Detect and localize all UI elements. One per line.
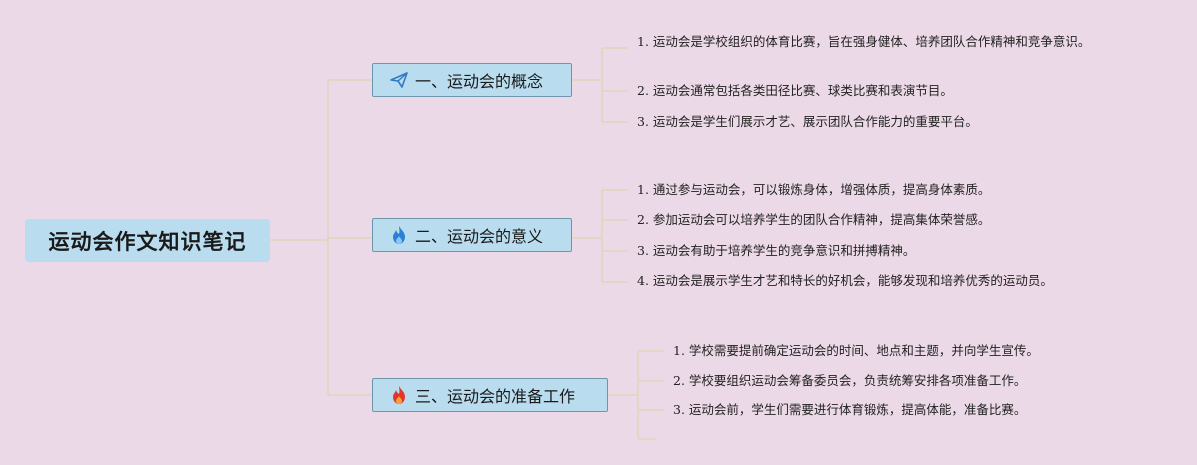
leaf-significance-3: 3. 运动会有助于培养学生的竞争意识和拼搏精神。 — [637, 243, 916, 258]
branch-significance[interactable]: 二、运动会的意义 — [372, 218, 572, 252]
leaf-concept-2: 2. 运动会通常包括各类田径比赛、球类比赛和表演节目。 — [637, 83, 953, 98]
branch-label: 一、运动会的概念 — [415, 72, 544, 91]
leaf-significance-2: 2. 参加运动会可以培养学生的团队合作精神，提高集体荣誉感。 — [637, 212, 991, 227]
root-node[interactable]: 运动会作文知识笔记 — [25, 219, 270, 262]
branch-concept[interactable]: 一、运动会的概念 — [372, 63, 572, 97]
leaf-concept-1: 1. 运动会是学校组织的体育比赛，旨在强身健体、培养团队合作精神和竞争意识。 — [637, 34, 1091, 49]
branch-preparation[interactable]: 三、运动会的准备工作 — [372, 378, 608, 412]
paper-plane-icon — [389, 70, 409, 90]
blue-flame-icon — [389, 225, 409, 245]
branch-label: 三、运动会的准备工作 — [415, 387, 576, 406]
branch-label: 二、运动会的意义 — [415, 227, 544, 246]
leaf-preparation-1: 1. 学校需要提前确定运动会的时间、地点和主题，并向学生宣传。 — [673, 343, 1039, 358]
leaf-concept-3: 3. 运动会是学生们展示才艺、展示团队合作能力的重要平台。 — [637, 114, 978, 129]
leaf-significance-1: 1. 通过参与运动会，可以锻炼身体，增强体质，提高身体素质。 — [637, 182, 991, 197]
leaf-preparation-3: 3. 运动会前，学生们需要进行体育锻炼，提高体能，准备比赛。 — [673, 402, 1027, 417]
red-flame-icon — [389, 385, 409, 405]
root-title: 运动会作文知识笔记 — [48, 229, 247, 254]
leaf-significance-4: 4. 运动会是展示学生才艺和特长的好机会，能够发现和培养优秀的运动员。 — [637, 273, 1053, 288]
leaf-preparation-2: 2. 学校要组织运动会筹备委员会，负责统筹安排各项准备工作。 — [673, 373, 1027, 388]
